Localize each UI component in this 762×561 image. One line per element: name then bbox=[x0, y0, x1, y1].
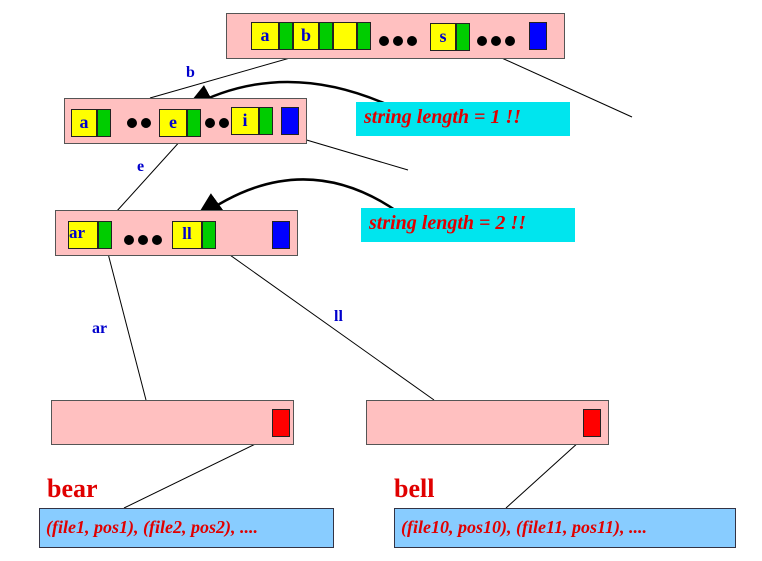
root-pointer-b bbox=[319, 22, 333, 50]
leaf-bear-terminal bbox=[272, 409, 290, 437]
posting-list-bell: (file10, pos10), (file11, pos11), .... bbox=[394, 508, 736, 548]
ellipsis-dot bbox=[138, 235, 148, 245]
ellipsis-dot bbox=[477, 36, 487, 46]
posting-list-bear: (file1, pos1), (file2, pos2), .... bbox=[39, 508, 334, 548]
callout-string-length-1: string length = 1 !! bbox=[356, 102, 570, 136]
edge-label-ll: ll bbox=[334, 308, 343, 325]
edge-label-ar: ar bbox=[92, 320, 108, 337]
level2-pointer-ll bbox=[202, 221, 216, 249]
edge-label-e: e bbox=[137, 158, 145, 175]
level2-cell-ar: ar bbox=[68, 221, 98, 249]
level2-terminal bbox=[272, 221, 290, 249]
level2-pointer-ar bbox=[98, 221, 112, 249]
ellipsis-dot bbox=[124, 235, 134, 245]
root-pointer-a bbox=[279, 22, 293, 50]
edge-label-b: b bbox=[186, 64, 195, 81]
ellipsis-dot bbox=[491, 36, 501, 46]
ellipsis-dot bbox=[407, 36, 417, 46]
root-terminal bbox=[529, 22, 547, 50]
word-bear: bear bbox=[47, 474, 98, 503]
root-pointer-s bbox=[456, 23, 470, 51]
callout-arrow-2 bbox=[193, 178, 399, 221]
root-node: a b s bbox=[226, 13, 565, 59]
ellipsis-dot bbox=[152, 235, 162, 245]
ellipsis-dot bbox=[393, 36, 403, 46]
ellipsis-dot bbox=[379, 36, 389, 46]
level1-cell-a: a bbox=[71, 109, 97, 137]
level1-pointer-i bbox=[259, 107, 273, 135]
ellipsis-dot bbox=[141, 118, 151, 128]
level1-cell-e: e bbox=[159, 109, 187, 137]
level1-terminal bbox=[281, 107, 299, 135]
root-cell-a: a bbox=[251, 22, 279, 50]
root-cell-s: s bbox=[430, 23, 456, 51]
root-cell-empty bbox=[333, 22, 357, 50]
root-pointer-empty bbox=[357, 22, 371, 50]
leaf-bell-terminal bbox=[583, 409, 601, 437]
ellipsis-dot bbox=[219, 118, 229, 128]
callout-string-length-2: string length = 2 !! bbox=[361, 208, 575, 242]
ellipsis-dot bbox=[205, 118, 215, 128]
edge-ar-line bbox=[103, 237, 147, 401]
callout-arrow-1 bbox=[183, 80, 387, 111]
ellipsis-dot bbox=[505, 36, 515, 46]
root-cell-b: b bbox=[293, 22, 319, 50]
leaf-node-bear bbox=[51, 400, 294, 445]
level1-cell-i: i bbox=[231, 107, 259, 135]
edge-ll-line bbox=[205, 237, 435, 401]
level2-cell-ll: ll bbox=[172, 221, 202, 249]
word-bell: bell bbox=[394, 474, 435, 503]
level1-node: a e i bbox=[64, 98, 307, 144]
leaf-node-bell bbox=[366, 400, 609, 445]
ellipsis-dot bbox=[127, 118, 137, 128]
level1-pointer-e bbox=[187, 109, 201, 137]
level2-node: ar ll bbox=[55, 210, 298, 256]
level1-pointer-a bbox=[97, 109, 111, 137]
